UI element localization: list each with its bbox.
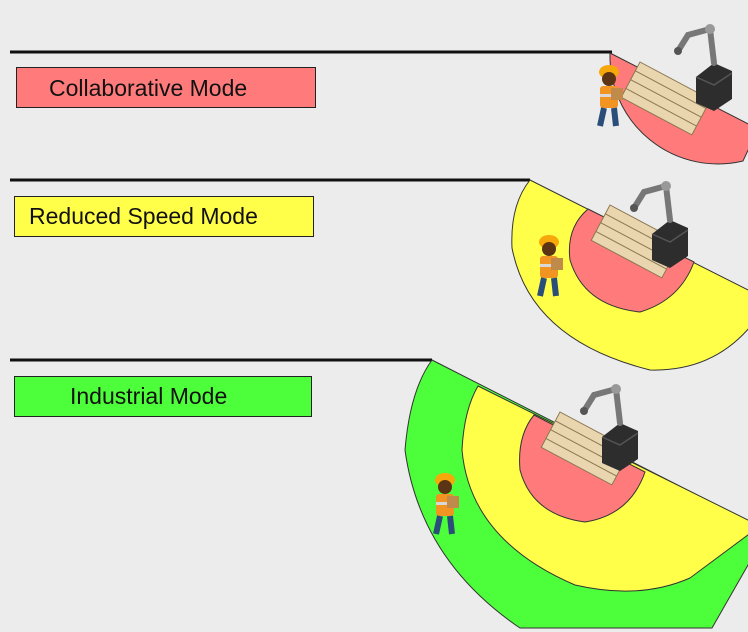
- reduced-speed-mode-row: [10, 178, 748, 371]
- collaborative-mode-row: [10, 24, 748, 165]
- worker-icon: [433, 473, 459, 535]
- collaborative-robot-icon: [580, 384, 639, 471]
- worker-icon: [537, 235, 563, 297]
- worker-icon: [597, 65, 623, 127]
- industrial-mode-label: Industrial Mode: [14, 376, 312, 417]
- pallet-icon: [620, 61, 712, 136]
- collaborative-robot-icon: [630, 181, 689, 268]
- collaborative-robot-icon: [674, 24, 733, 111]
- reduced-speed-mode-label: Reduced Speed Mode: [14, 196, 314, 237]
- pallet-icon: [540, 411, 632, 486]
- industrial-mode-row: [10, 358, 748, 629]
- collaborative-mode-label: Collaborative Mode: [16, 67, 316, 108]
